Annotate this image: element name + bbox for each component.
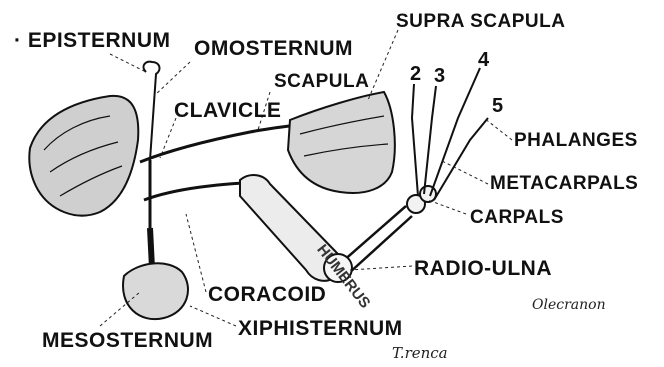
- handwritten-olecranon: Olecranon: [532, 298, 606, 312]
- leader-metacarpals: [440, 160, 488, 184]
- label-radio-ulna: RADIO-ULNA: [414, 258, 552, 279]
- mesosternum: [150, 228, 152, 268]
- label-xiphisternum: XIPHISTERNUM: [238, 318, 403, 339]
- omosternum: [144, 62, 160, 160]
- label-digit-4: 4: [478, 50, 489, 70]
- label-coracoid: CORACOID: [208, 284, 326, 305]
- radio-ulna: [342, 206, 412, 274]
- label-metacarpals: METACARPALS: [490, 174, 638, 193]
- label-episternum: · EPISTERNUM: [14, 30, 171, 51]
- label-supra-scapula: SUPRA SCAPULA: [396, 12, 565, 31]
- label-carpals: CARPALS: [470, 208, 564, 227]
- leader-episternum: [110, 54, 146, 72]
- leader-supra-scapula: [368, 30, 398, 100]
- label-digit-5: 5: [492, 96, 503, 116]
- xiphisternum: [123, 263, 188, 319]
- leader-radio-ulna: [350, 266, 412, 270]
- leader-xiphisternum: [190, 306, 236, 326]
- label-omosternum: OMOSTERNUM: [194, 38, 353, 59]
- handwritten-fragment: T.renca: [392, 346, 448, 361]
- label-scapula: SCAPULA: [274, 72, 369, 91]
- right-scapula: [288, 92, 395, 193]
- leader-carpals: [428, 200, 466, 214]
- label-clavicle: CLAVICLE: [174, 100, 281, 121]
- leader-coracoid: [186, 214, 206, 292]
- leader-phalanges: [484, 118, 512, 140]
- label-mesosternum: MESOSTERNUM: [42, 330, 213, 351]
- clavicle: [140, 124, 304, 162]
- label-digit-2: 2: [410, 64, 421, 84]
- left-scapula: [29, 96, 138, 216]
- label-digit-3: 3: [434, 66, 445, 86]
- label-phalanges: PHALANGES: [514, 131, 638, 150]
